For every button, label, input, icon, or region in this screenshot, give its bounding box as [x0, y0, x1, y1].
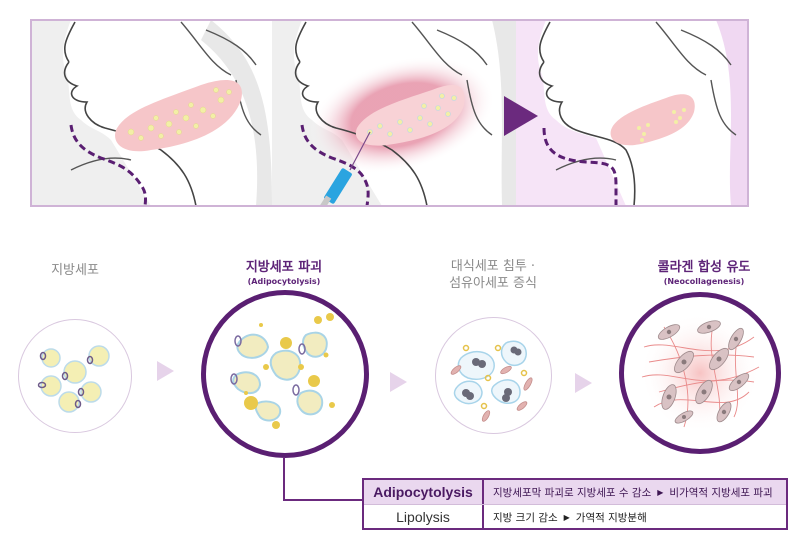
desc-b: 비가역적 지방세포 파괴 — [669, 486, 773, 499]
stage-title-1: 지방세포 — [0, 262, 175, 279]
term-adipocytolysis: Adipocytolysis — [373, 484, 473, 500]
step-arrow-icon — [575, 373, 592, 393]
ruptured-adipocytes-icon — [230, 313, 335, 429]
face-profile-fat-icon — [31, 20, 272, 206]
desc-a: 지방세포막 파괴로 지방세포 수 감소 — [493, 486, 652, 499]
stage-4-title: 콜라겐 합성 유도 — [657, 260, 751, 275]
triangle-right-icon: ▶ — [563, 512, 570, 522]
table-row-lipolysis: Lipolysis 지방 크기 감소 ▶ 가역적 지방분해 — [364, 505, 786, 529]
triangle-right-icon: ▶ — [657, 487, 664, 497]
circle-macrophage-fibroblast — [435, 317, 552, 434]
circle-fat-cells — [18, 319, 132, 433]
face-profile-after-icon — [516, 20, 748, 206]
table-row-adipocytolysis: Adipocytolysis 지방세포막 파괴로 지방세포 수 감소 ▶ 비가역… — [364, 480, 786, 505]
connector-line — [283, 457, 285, 501]
comparison-table: Adipocytolysis 지방세포막 파괴로 지방세포 수 감소 ▶ 비가역… — [362, 478, 788, 530]
desc-b: 가역적 지방분해 — [575, 511, 647, 524]
stage-3-title-line1: 대식세포 침투 · — [450, 259, 536, 274]
fat-cells-icon — [637, 108, 686, 142]
stage-title-3: 대식세포 침투 · 섬유아세포 증식 — [393, 258, 593, 292]
stage-3-title-line2: 섬유아세포 증식 — [449, 276, 537, 291]
panel-before — [31, 20, 272, 206]
table-desc-cell: 지방세포막 파괴로 지방세포 수 감소 ▶ 비가역적 지방세포 파괴 — [484, 480, 786, 504]
panel-after — [516, 20, 748, 206]
term-lipolysis: Lipolysis — [396, 509, 450, 525]
step-arrow-icon — [390, 372, 407, 392]
macrophages-fibroblasts-icon — [450, 340, 533, 422]
circle-adipocytolysis — [201, 290, 369, 458]
table-desc-cell: 지방 크기 감소 ▶ 가역적 지방분해 — [484, 505, 786, 529]
circle-neocollagenesis — [619, 292, 781, 454]
panel-injection — [272, 20, 516, 206]
adipocytes-icon — [37, 345, 110, 413]
table-term-cell: Lipolysis — [364, 505, 484, 529]
fat-cells-icon — [367, 93, 457, 137]
fat-cells-icon — [127, 87, 232, 141]
connector-line — [283, 499, 363, 501]
table-term-cell: Adipocytolysis — [364, 480, 484, 504]
stage-title-4: 콜라겐 합성 유도 (Neocollagenesis) — [604, 259, 800, 287]
step-arrow-icon — [157, 361, 174, 381]
next-arrow-icon — [504, 96, 538, 136]
stage-2-title: 지방세포 파괴 — [245, 260, 323, 275]
desc-a: 지방 크기 감소 — [493, 511, 558, 524]
stage-1-title: 지방세포 — [51, 263, 99, 278]
face-profile-injection-icon — [272, 20, 516, 206]
syringe-icon — [318, 131, 371, 206]
collagen-fibroblasts-icon — [640, 313, 760, 433]
stage-title-2: 지방세포 파괴 (Adipocytolysis) — [184, 259, 384, 287]
stage-2-subtitle: (Adipocytolysis) — [247, 277, 321, 286]
stage-4-subtitle: (Neocollagenesis) — [663, 277, 745, 286]
